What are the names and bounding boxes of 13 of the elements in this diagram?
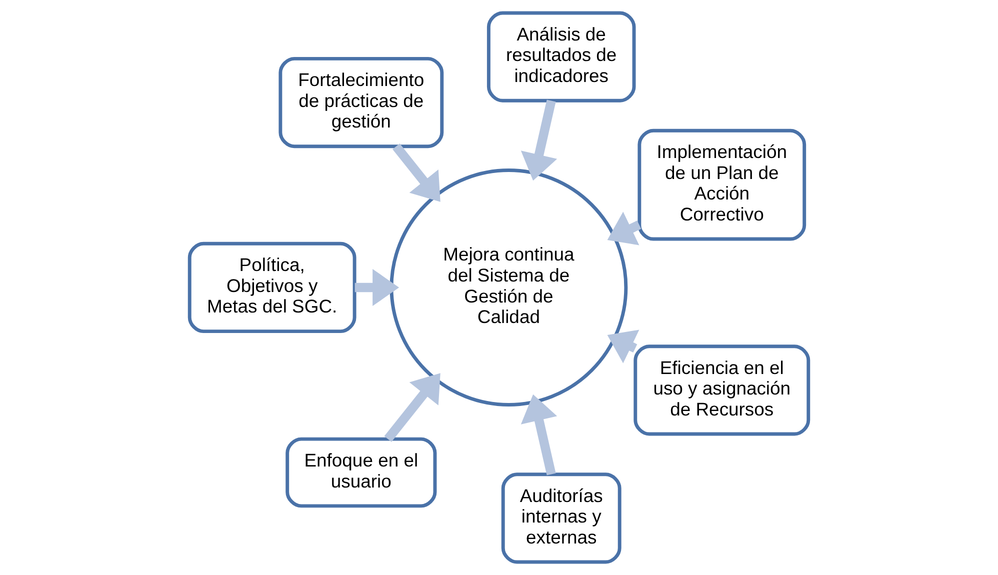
node-box: Política, Objetivos y Metas del SGC. xyxy=(188,242,356,334)
arrow xyxy=(607,212,642,246)
arrow xyxy=(520,394,558,476)
node-box: Auditorías internas y externas xyxy=(501,472,622,564)
arrow xyxy=(354,268,400,306)
node-box: Fortalecimiento de prácticas de gestión xyxy=(278,56,444,148)
arrow xyxy=(392,143,440,202)
node-box: Eficiencia en el uso y asignación de Recursos xyxy=(634,344,810,436)
node-box: Análisis de resultados de indicadores xyxy=(486,11,636,102)
node-box: Enfoque en el usuario xyxy=(286,437,437,508)
arrow xyxy=(384,373,440,442)
node-box: Implementación de un Plan de Acción Correctivo xyxy=(638,128,806,241)
arrow xyxy=(520,100,558,181)
